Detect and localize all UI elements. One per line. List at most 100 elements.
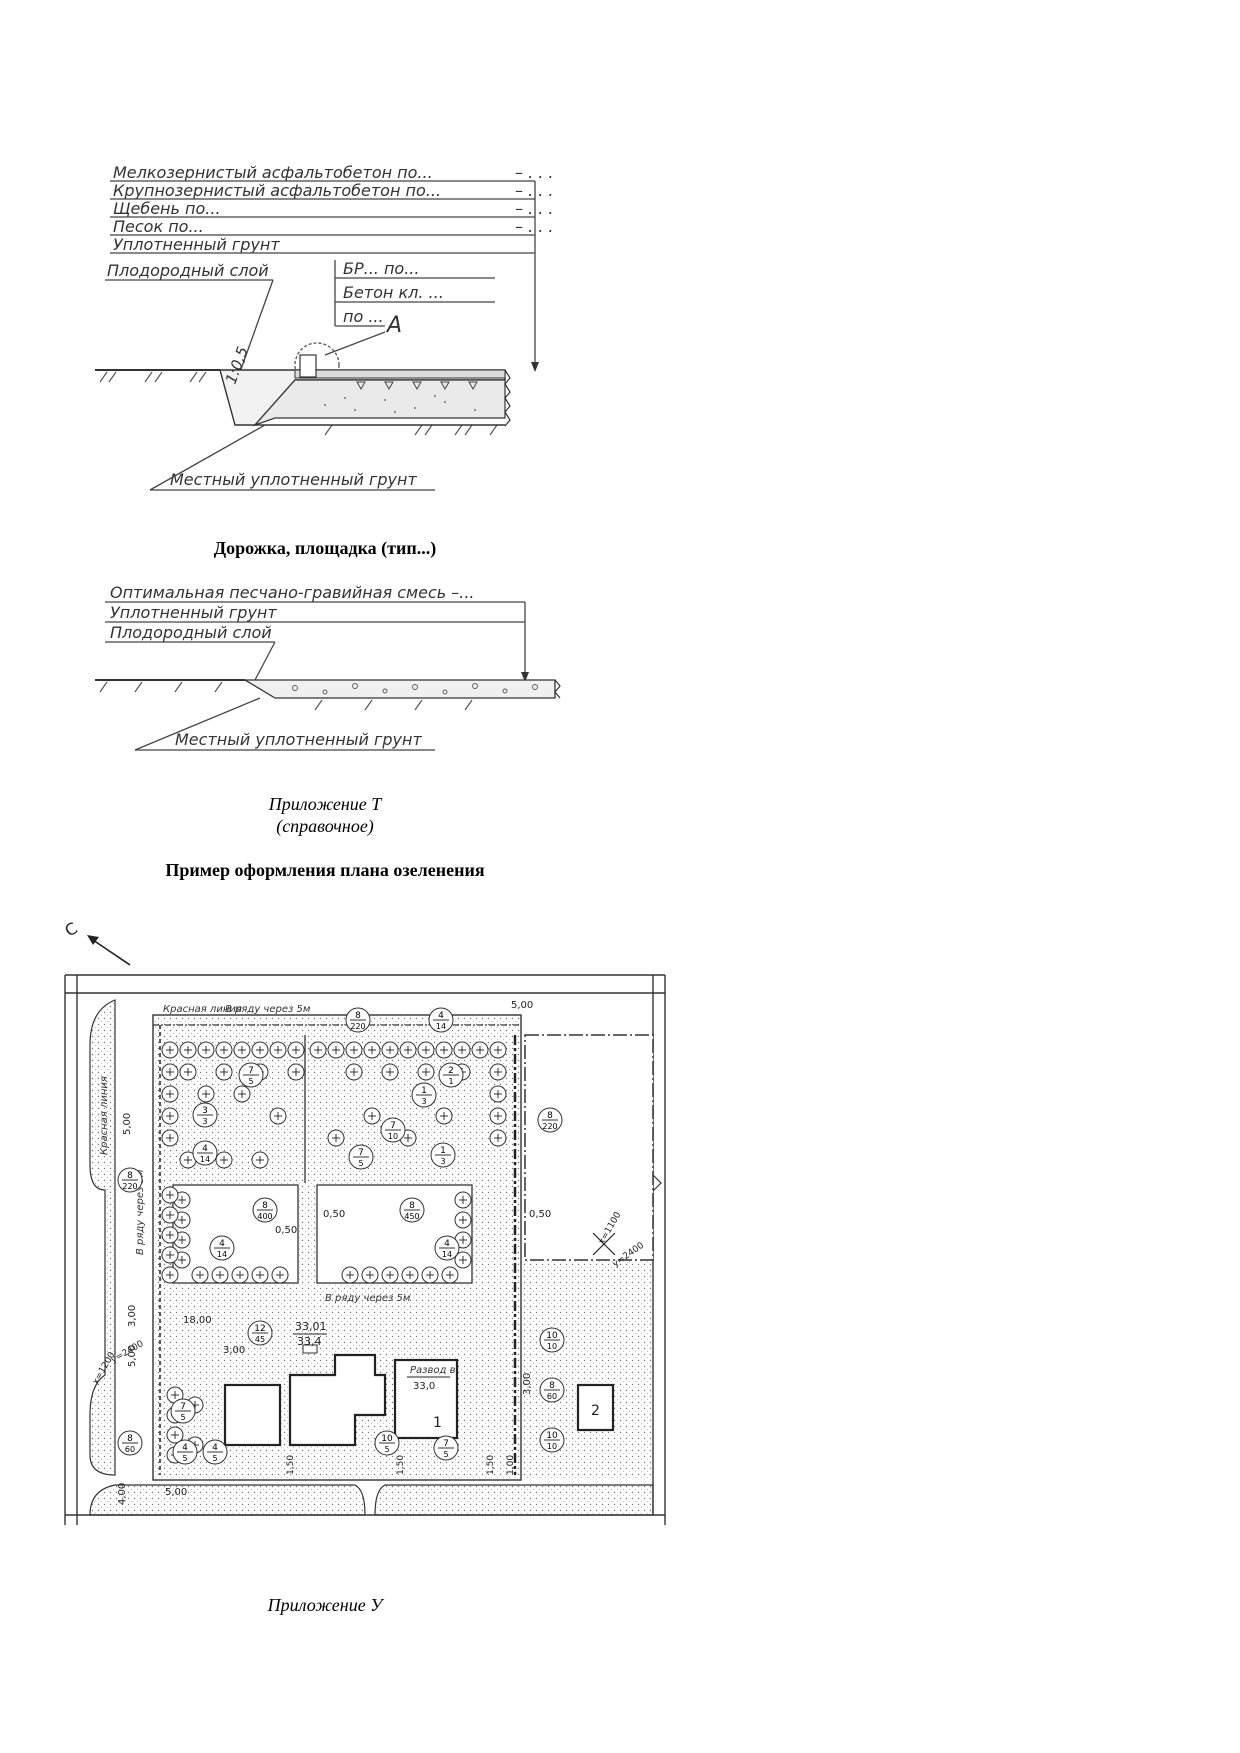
- svg-text:7: 7: [390, 1121, 396, 1131]
- svg-text:8: 8: [547, 1111, 553, 1121]
- dim-label-11: 4,00: [117, 1483, 128, 1505]
- north-arrow: [92, 939, 131, 966]
- marker-19: 860: [539, 1377, 565, 1403]
- curb-label-2: Бетон кл. ...: [343, 283, 444, 302]
- marker-6: 13: [411, 1082, 437, 1108]
- marker-26: 860: [117, 1430, 143, 1456]
- svg-text:4: 4: [438, 1011, 444, 1021]
- dim-label-16: 1,00: [506, 1455, 516, 1475]
- svg-text:4: 4: [182, 1443, 188, 1453]
- pavement-section-figure: Мелкозернистый асфальтобетон по... – . .…: [95, 163, 554, 491]
- marker-10: 75: [348, 1144, 374, 1170]
- dim-label-12: 5,00: [165, 1487, 187, 1498]
- svg-text:3: 3: [440, 1157, 445, 1166]
- marker-24: 105: [374, 1430, 400, 1456]
- svg-text:5: 5: [384, 1445, 389, 1454]
- svg-text:1: 1: [440, 1146, 446, 1156]
- dim-label-6: 3,00: [127, 1305, 138, 1327]
- svg-text:450: 450: [404, 1212, 419, 1221]
- svg-text:220: 220: [122, 1182, 137, 1191]
- layer-label-1: Мелкозернистый асфальтобетон по...: [113, 163, 433, 182]
- elev-main-bottom: 33,4: [297, 1335, 322, 1348]
- svg-text:220: 220: [350, 1022, 365, 1031]
- svg-text:8: 8: [409, 1201, 415, 1211]
- red-line-top-label: Красная линия: [163, 1004, 242, 1015]
- svg-text:14: 14: [436, 1022, 446, 1031]
- gravel-section-figure: Оптимальная песчано-гравийная смесь –...…: [95, 583, 561, 751]
- svg-text:5: 5: [182, 1454, 187, 1463]
- svg-text:10: 10: [381, 1434, 393, 1444]
- marker-8: 414: [192, 1140, 218, 1166]
- svg-text:2: 2: [448, 1066, 454, 1076]
- gravel-layer-label-3: Плодородный слой: [110, 623, 272, 642]
- figure1-caption: Дорожка, площадка (тип...): [213, 538, 437, 558]
- plan-title: Пример оформления плана озеленения: [165, 860, 485, 880]
- svg-text:3: 3: [202, 1106, 208, 1116]
- svg-text:8: 8: [549, 1381, 555, 1391]
- svg-text:4: 4: [212, 1443, 218, 1453]
- landscaping-plan: С: [62, 918, 666, 1525]
- layer-dash-2: – . . .: [515, 181, 554, 200]
- svg-text:10: 10: [546, 1331, 558, 1341]
- layer-label-2: Крупнозернистый асфальтобетон по...: [113, 181, 441, 200]
- marker-25: 75: [433, 1435, 459, 1461]
- svg-text:220: 220: [542, 1122, 557, 1131]
- dim-label-3: 0,50: [275, 1225, 297, 1236]
- layer-dash-1: – . . .: [515, 163, 554, 182]
- building-1-label: 1: [433, 1415, 442, 1431]
- elev-entry-label: Развод в: [410, 1365, 456, 1376]
- marker-22: 45: [172, 1439, 198, 1465]
- svg-text:4: 4: [444, 1239, 450, 1249]
- svg-text:60: 60: [125, 1445, 135, 1454]
- layer-label-5: Уплотненный грунт: [113, 235, 280, 254]
- dim-label-10: 3,00: [522, 1373, 533, 1395]
- detail-marker: А: [385, 313, 402, 338]
- layer-label-4: Песок по...: [113, 217, 204, 236]
- svg-text:60: 60: [547, 1392, 557, 1401]
- svg-text:10: 10: [388, 1132, 398, 1141]
- local-soil-label-1: Местный уплотненный грунт: [170, 470, 417, 489]
- svg-text:14: 14: [442, 1250, 452, 1259]
- marker-16: 414: [434, 1235, 460, 1261]
- elev-main-top: 33,01: [295, 1320, 327, 1333]
- appendix-t-note: (справочное): [276, 816, 374, 836]
- svg-text:14: 14: [200, 1155, 210, 1164]
- row-left-label: В ряду через 5м: [135, 1169, 146, 1255]
- elev-entry-value: 33,0: [413, 1381, 435, 1392]
- svg-text:3: 3: [421, 1097, 426, 1106]
- svg-text:4: 4: [202, 1144, 208, 1154]
- dim-label-14: 1,50: [396, 1455, 406, 1475]
- north-label: С: [62, 918, 81, 940]
- layer-dash-4: – . . .: [515, 217, 554, 236]
- gravel-layer-label-2: Уплотненный грунт: [110, 603, 277, 622]
- marker-23: 45: [202, 1439, 228, 1465]
- dim-label-1: 5,00: [511, 1000, 533, 1011]
- gravel-layer-label-1: Оптимальная песчано-гравийная смесь –...: [110, 583, 475, 602]
- svg-text:400: 400: [257, 1212, 272, 1221]
- fertile-layer-label: Плодородный слой: [107, 261, 269, 280]
- svg-text:5: 5: [443, 1450, 448, 1459]
- curb-label-3: по ...: [343, 307, 384, 326]
- svg-text:1: 1: [448, 1077, 453, 1086]
- marker-3: 75: [238, 1062, 264, 1088]
- svg-text:14: 14: [217, 1250, 227, 1259]
- svg-text:5: 5: [358, 1159, 363, 1168]
- building-2-label: 2: [591, 1403, 600, 1419]
- row-mid-label: В ряду через 5м: [325, 1293, 411, 1304]
- svg-text:5: 5: [212, 1454, 217, 1463]
- svg-text:8: 8: [355, 1011, 361, 1021]
- svg-text:8: 8: [127, 1434, 133, 1444]
- marker-15: 414: [209, 1235, 235, 1261]
- marker-2: 414: [428, 1007, 454, 1033]
- svg-text:8: 8: [127, 1171, 133, 1181]
- svg-text:7: 7: [358, 1148, 364, 1158]
- appendix-t-title: Приложение Т: [268, 794, 382, 814]
- red-line-left-label: Красная линия: [99, 1076, 110, 1155]
